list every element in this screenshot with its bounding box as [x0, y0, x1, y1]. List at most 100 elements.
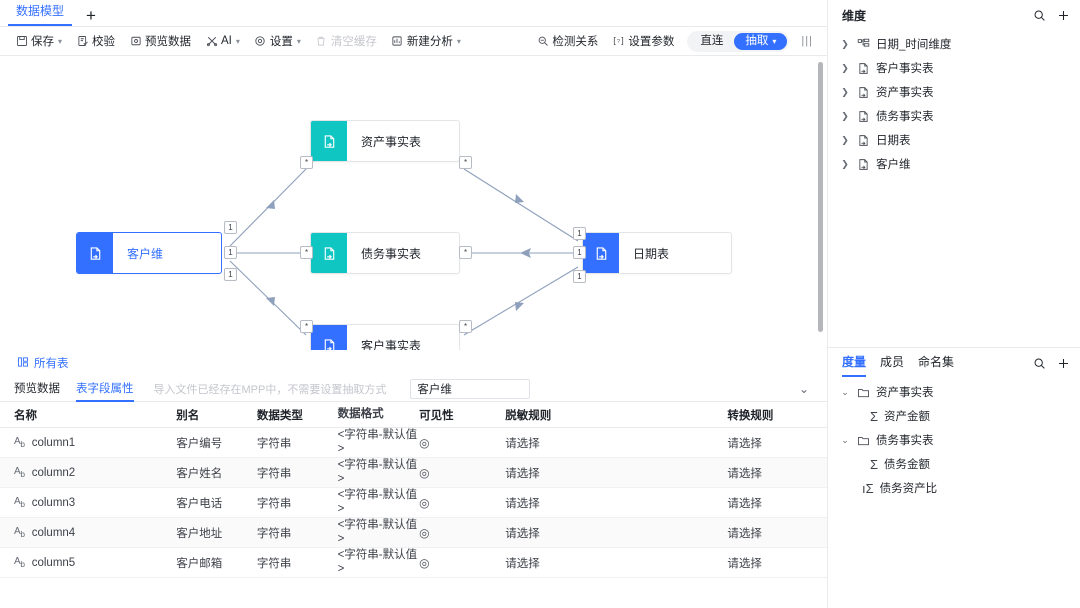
tab-field-properties[interactable]: 表字段属性 [76, 376, 134, 402]
sidebar-item-date-table[interactable]: ❯ 日期表 [828, 128, 1080, 152]
sidebar-item-debt-fact[interactable]: ❯ 债务事实表 [828, 104, 1080, 128]
eye-icon[interactable]: ◎ [419, 435, 430, 450]
measure-group-debt-fact[interactable]: ⌄ 债务事实表 [828, 428, 1080, 452]
measure-group-asset-fact[interactable]: ⌄ 资产事实表 [828, 380, 1080, 404]
left-column: 数据模型 + 保存 ▾ 校验 预览数据 AI ▾ [0, 0, 828, 608]
gear-icon [254, 35, 267, 48]
cell-alias[interactable]: 客户电话 [176, 497, 223, 510]
sidebar-item-label: 债务事实表 [876, 111, 934, 123]
sidebar-item-date-time-dimension[interactable]: ❯ 日期_时间维度 [828, 32, 1080, 56]
connection-mode-toggle[interactable]: 直连 抽取 ▾ [687, 30, 790, 52]
cell-transform-rule[interactable]: 请选择 [727, 497, 762, 510]
measure-item-label: 资产金额 [884, 411, 931, 423]
tab-data-model[interactable]: 数据模型 [8, 2, 73, 26]
cell-format[interactable]: <字符串-默认值> [337, 488, 418, 515]
detect-relation-button[interactable]: 检测关系 [529, 30, 605, 52]
cell-mask-rule[interactable]: 请选择 [505, 557, 540, 570]
cell-alias[interactable]: 客户邮箱 [176, 557, 223, 570]
all-tables-link[interactable]: 所有表 [0, 350, 827, 376]
cell-format[interactable]: <字符串-默认值> [337, 458, 418, 485]
sidebar-item-asset-fact[interactable]: ❯ 资产事实表 [828, 80, 1080, 104]
panel-collapse-chevron-icon[interactable]: ⌄ [798, 381, 809, 396]
sidebar-item-customer-fact[interactable]: ❯ 客户事实表 [828, 56, 1080, 80]
cell-mask-rule[interactable]: 请选择 [505, 467, 540, 480]
eye-icon[interactable]: ◎ [419, 495, 430, 510]
eye-icon[interactable]: ◎ [419, 465, 430, 480]
cell-visibility[interactable]: ◎ [419, 496, 505, 510]
new-analysis-button[interactable]: 新建分析 ▾ [384, 30, 468, 52]
canvas-vertical-scrollbar[interactable] [818, 62, 823, 332]
chevron-right-icon[interactable]: ❯ [841, 134, 849, 145]
cell-mask-rule[interactable]: 请选择 [505, 497, 540, 510]
cell-format[interactable]: <字符串-默认值> [337, 518, 418, 545]
search-icon[interactable] [1033, 9, 1046, 22]
cell-format[interactable]: <字符串-默认值> [337, 548, 418, 575]
table-name-input[interactable] [410, 378, 531, 399]
model-node-asset-fact[interactable]: 资产事实表 [310, 120, 460, 162]
cell-visibility[interactable]: ◎ [419, 466, 505, 480]
cell-transform-rule[interactable]: 请选择 [727, 467, 762, 480]
cell-type: 字符串 [256, 527, 292, 540]
chevron-right-icon[interactable]: ❯ [841, 110, 849, 121]
measure-item-debt-asset-ratio[interactable]: ıΣ 债务资产比 [828, 476, 1080, 500]
chevron-right-icon[interactable]: ❯ [841, 38, 849, 49]
cardinality-badge: 1 [573, 246, 586, 259]
plus-icon[interactable] [1057, 357, 1070, 370]
mode-option-direct[interactable]: 直连 [700, 34, 724, 47]
cell-mask-rule[interactable]: 请选择 [505, 527, 540, 540]
ai-button[interactable]: AI ▾ [198, 30, 247, 52]
cell-transform-rule[interactable]: 请选择 [727, 437, 762, 450]
model-node-customer-dim[interactable]: 客户维 [76, 232, 222, 274]
chevron-right-icon[interactable]: ❯ [841, 158, 849, 169]
tab-preview-data[interactable]: 预览数据 [14, 382, 60, 395]
model-node-date-table[interactable]: 日期表 [582, 232, 732, 274]
save-button[interactable]: 保存 ▾ [8, 30, 69, 52]
eye-icon[interactable]: ◎ [419, 525, 430, 540]
model-node-customer-fact[interactable]: 客户事实表 [310, 324, 460, 350]
chevron-right-icon[interactable]: ❯ [841, 86, 849, 97]
cell-format[interactable]: <字符串-默认值> [337, 428, 418, 455]
validate-button[interactable]: 校验 [69, 30, 122, 52]
mode-option-extract[interactable]: 抽取 ▾ [734, 32, 788, 50]
field-name-label: column3 [31, 496, 76, 509]
search-icon[interactable] [1033, 357, 1046, 370]
calc-sigma-icon: ıΣ [862, 480, 874, 496]
cell-transform-rule[interactable]: 请选择 [727, 557, 762, 570]
model-canvas[interactable]: 1 1 1 * * * * * * 1 1 1 资产事实表 客户维 债务事实表 [0, 56, 827, 350]
eye-icon[interactable]: ◎ [419, 555, 430, 570]
chevron-down-icon[interactable]: ⌄ [841, 386, 849, 397]
chevron-right-icon[interactable]: ❯ [841, 62, 849, 73]
cell-visibility[interactable]: ◎ [419, 436, 505, 450]
tab-members[interactable]: 成员 [880, 355, 905, 369]
set-param-button[interactable]: ? 设置参数 [605, 30, 681, 52]
cell-alias[interactable]: 客户姓名 [176, 467, 223, 480]
cell-alias[interactable]: 客户地址 [176, 527, 223, 540]
measure-item-asset-amount[interactable]: Σ 资产金额 [828, 404, 1080, 428]
cell-visibility[interactable]: ◎ [419, 526, 505, 540]
more-options-icon[interactable]: ||| [801, 35, 813, 47]
chevron-down-icon: ▾ [772, 36, 777, 46]
settings-button[interactable]: 设置 ▾ [247, 30, 308, 52]
extract-note: 导入文件已经存在MPP中，不需要设置抽取方式 [153, 383, 387, 396]
tab-named-sets[interactable]: 命名集 [918, 355, 955, 369]
chevron-down-icon[interactable]: ⌄ [841, 434, 849, 445]
tab-measures[interactable]: 度量 [842, 349, 867, 377]
cell-transform-rule[interactable]: 请选择 [727, 527, 762, 540]
preview-data-button[interactable]: 预览数据 [122, 30, 198, 52]
model-node-debt-fact[interactable]: 债务事实表 [310, 232, 460, 274]
cardinality-badge: 1 [573, 270, 586, 283]
add-tab-button[interactable]: + [86, 6, 96, 25]
col-header-transform-rule: 转换规则 [727, 409, 774, 422]
measure-item-debt-amount[interactable]: Σ 债务金额 [828, 452, 1080, 476]
cell-alias[interactable]: 客户编号 [176, 437, 223, 450]
cell-visibility[interactable]: ◎ [419, 556, 505, 570]
sidebar-item-customer-dim[interactable]: ❯ 客户维 [828, 152, 1080, 176]
plus-icon[interactable] [1057, 9, 1070, 22]
cell-mask-rule[interactable]: 请选择 [505, 437, 540, 450]
